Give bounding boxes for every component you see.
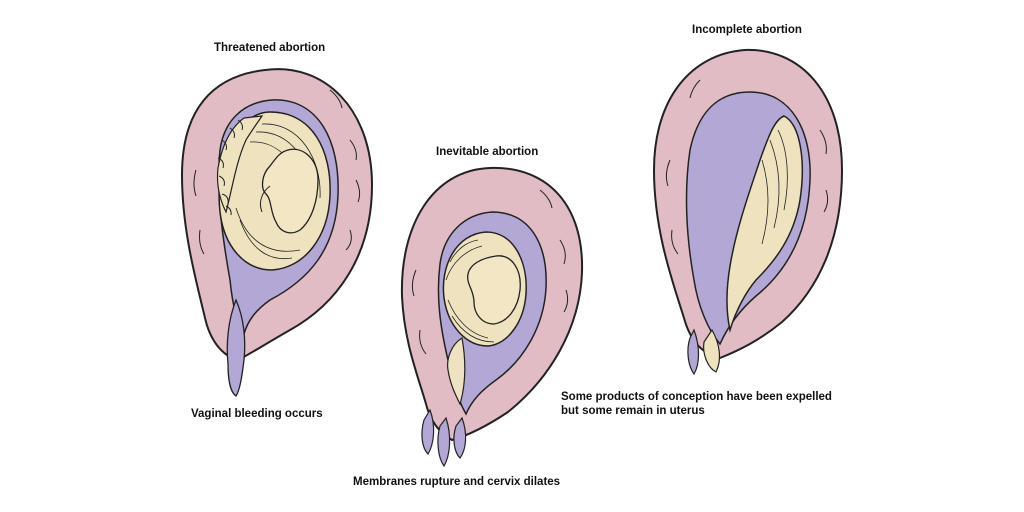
incomplete-abortion-caption-line-2: but some remain in uterus bbox=[561, 405, 705, 417]
sac-striations bbox=[761, 129, 788, 245]
fetus bbox=[467, 255, 521, 325]
vaginal-bleeding bbox=[226, 298, 246, 397]
threatened-abortion-uterus bbox=[180, 68, 374, 397]
sac-striations bbox=[445, 239, 495, 343]
placenta bbox=[216, 115, 264, 214]
incomplete-abortion-caption-line-1: Some products of conception have been ex… bbox=[561, 391, 832, 403]
incomplete-abortion-title: Incomplete abortion bbox=[692, 24, 802, 36]
inevitable-abortion-uterus bbox=[400, 166, 584, 468]
incomplete-abortion-caption: Some products of conception have been ex… bbox=[561, 390, 832, 418]
threatened-abortion-caption: Vaginal bleeding occurs bbox=[191, 408, 323, 420]
wall-striations bbox=[193, 89, 361, 255]
fetus bbox=[261, 148, 319, 234]
bleeding-drips bbox=[421, 408, 467, 468]
inevitable-abortion-title: Inevitable abortion bbox=[436, 146, 539, 158]
retained-products bbox=[726, 115, 803, 333]
umbilical-cord bbox=[259, 185, 271, 213]
wall-striations bbox=[411, 189, 569, 355]
incomplete-abortion-uterus bbox=[652, 48, 844, 376]
wall-striations bbox=[665, 79, 829, 255]
threatened-abortion-title: Threatened abortion bbox=[214, 42, 326, 54]
expelled-tissue bbox=[703, 328, 721, 373]
placenta-villi bbox=[217, 119, 243, 216]
ruptured-membranes bbox=[447, 337, 466, 406]
inevitable-abortion-caption: Membranes rupture and cervix dilates bbox=[353, 476, 561, 488]
bleeding-drips bbox=[687, 328, 700, 376]
